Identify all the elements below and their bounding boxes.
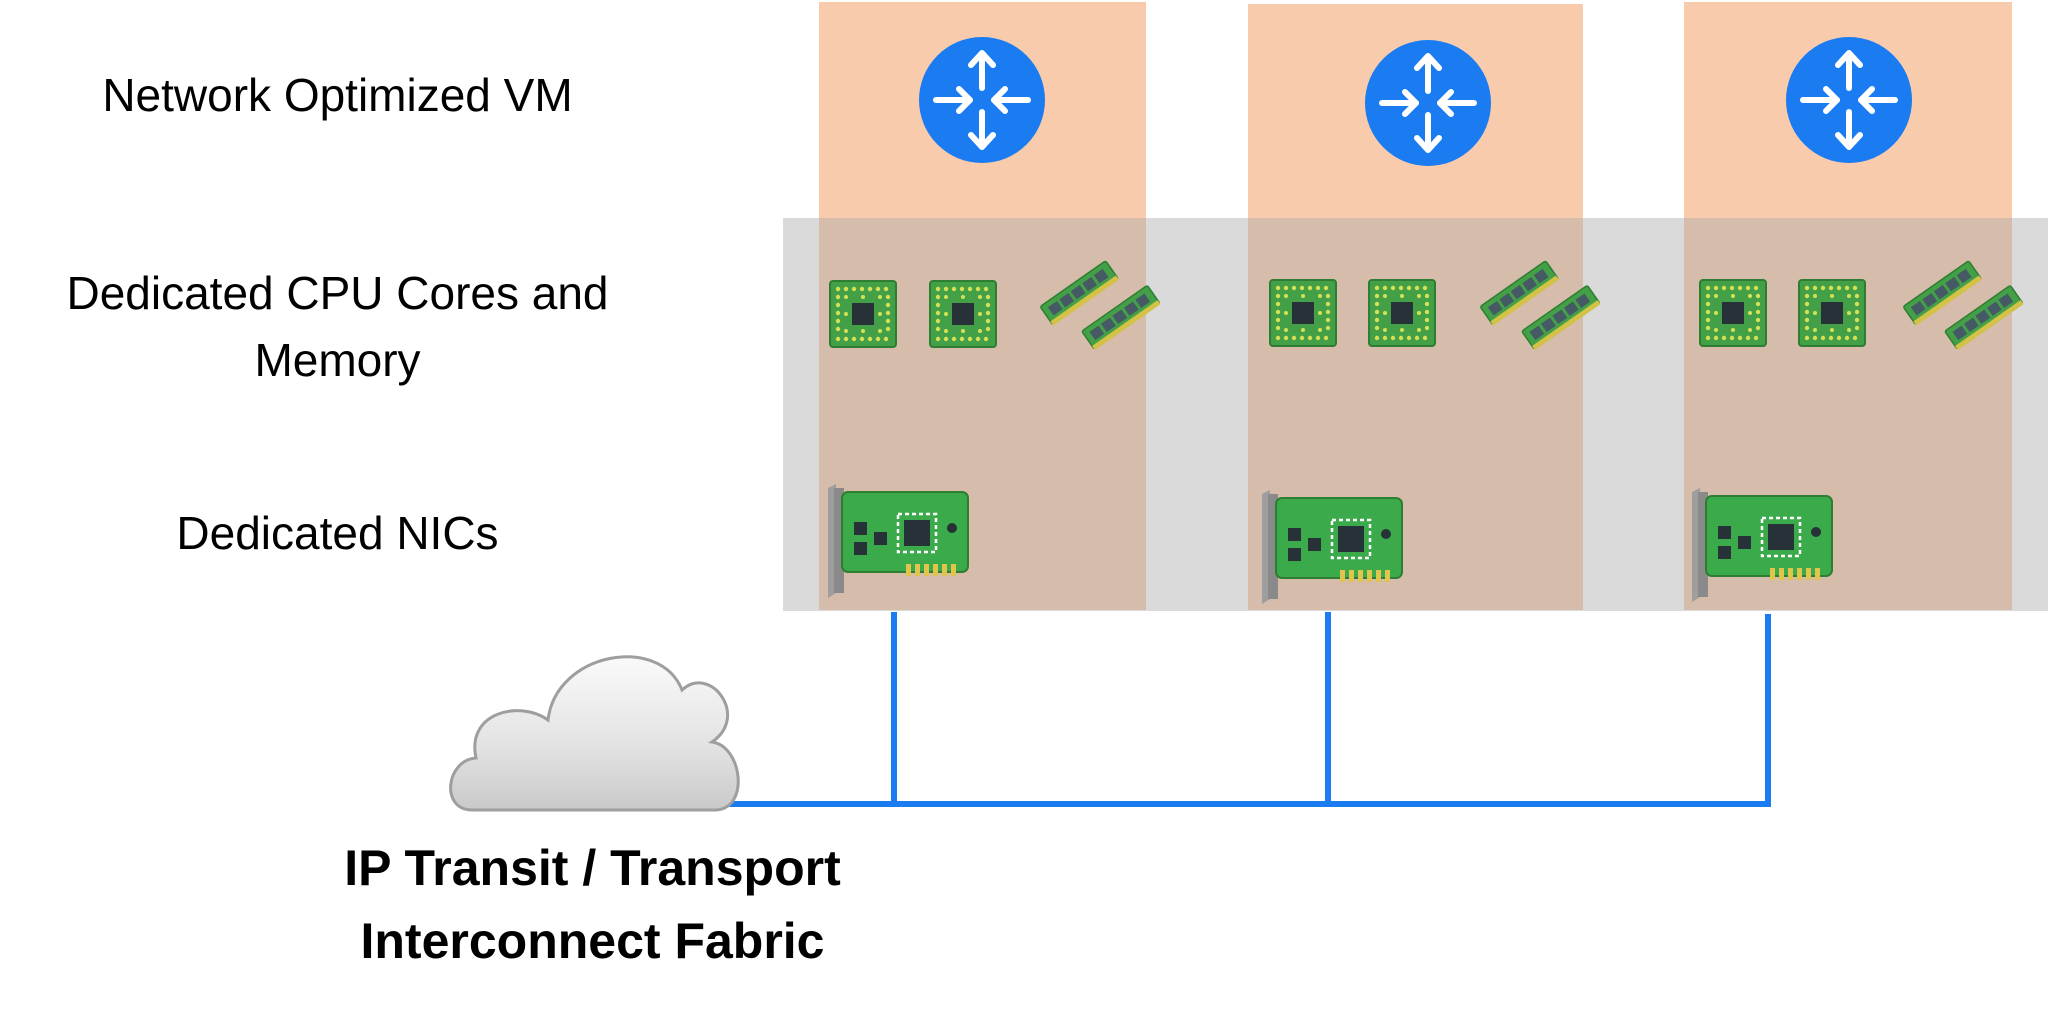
router-icon bbox=[1786, 37, 1912, 163]
cpu-icon bbox=[929, 280, 997, 348]
label-dedicated-nics: Dedicated NICs bbox=[176, 507, 499, 559]
resource-band bbox=[783, 218, 2048, 611]
cpu-icon bbox=[829, 280, 897, 348]
cpu-icon bbox=[1269, 279, 1337, 347]
label-cpu-line2: Memory bbox=[254, 333, 421, 386]
cloud-icon bbox=[449, 655, 740, 812]
fabric-line1: IP Transit / Transport bbox=[344, 840, 841, 896]
label-cpu-line1: Dedicated CPU Cores and bbox=[66, 267, 609, 319]
fabric-line2: Interconnect Fabric bbox=[360, 912, 825, 969]
fabric-links bbox=[722, 612, 1771, 807]
router-icon bbox=[1365, 40, 1491, 166]
label-ip-transit-fabric: IP Transit / Transport Interconnect Fabr… bbox=[280, 832, 905, 977]
cpu-icon bbox=[1798, 279, 1866, 347]
router-icon bbox=[919, 37, 1045, 163]
label-network-optimized-vm: Network Optimized VM bbox=[102, 69, 573, 121]
cpu-icon bbox=[1699, 279, 1767, 347]
cpu-icon bbox=[1368, 279, 1436, 347]
label-dedicated-cpu-memory: Dedicated CPU Cores and Memory bbox=[20, 260, 655, 393]
